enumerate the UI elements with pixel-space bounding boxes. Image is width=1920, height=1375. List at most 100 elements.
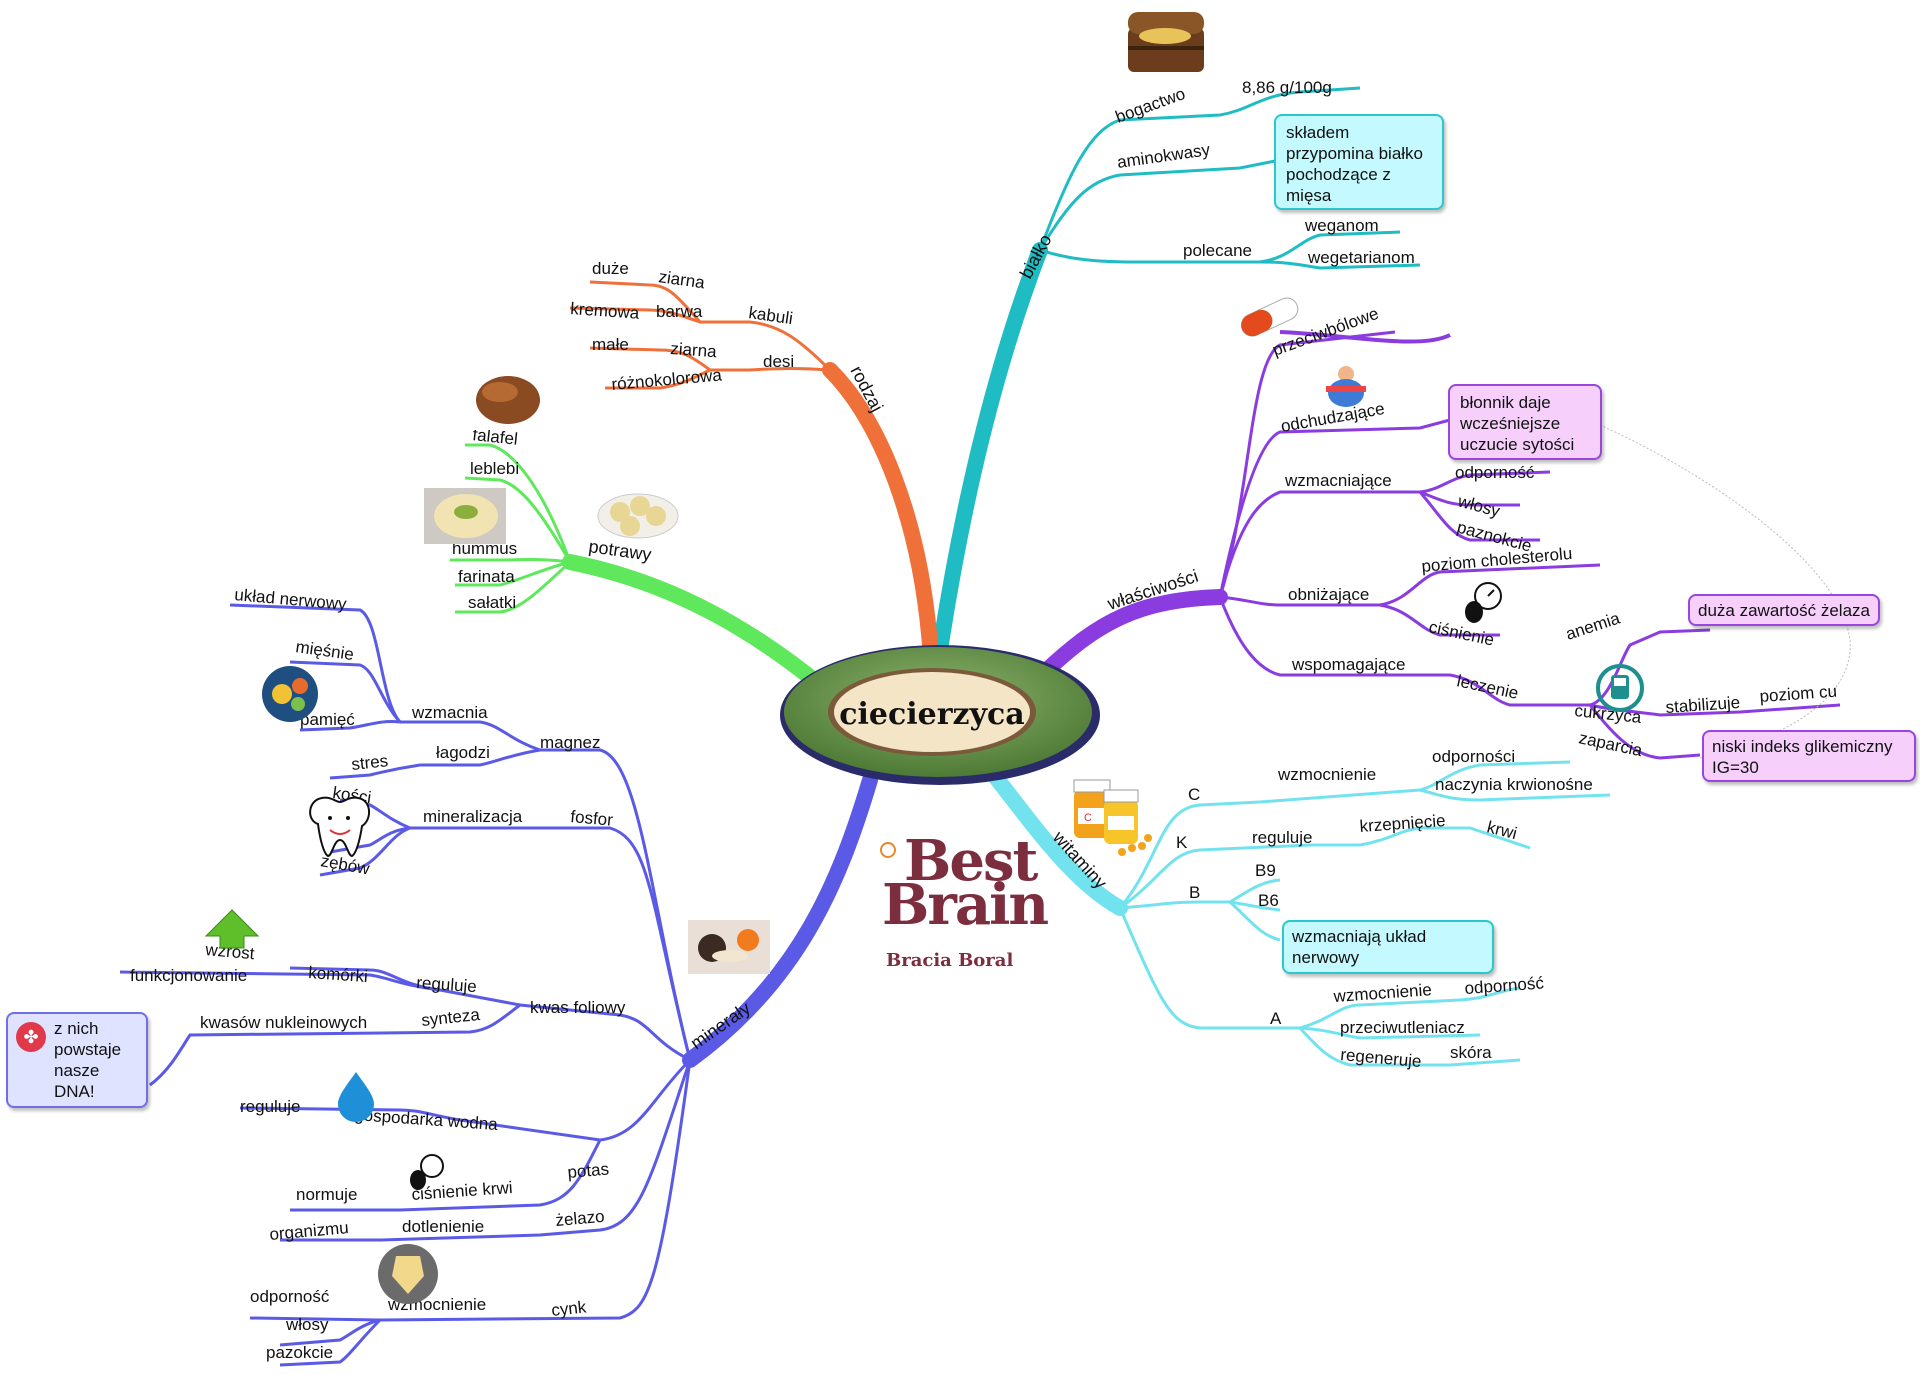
vitamin-k-clotting: krzepnięcie <box>1359 811 1446 836</box>
protein-amino-note-text: składem przypomina białko pochodzące z m… <box>1286 123 1424 205</box>
properties-hair: włosy <box>1455 491 1502 521</box>
properties-slimming-link <box>1279 330 1451 344</box>
dish-salads: sałatki <box>468 593 516 612</box>
types-lines <box>569 280 832 390</box>
protein-label[interactable]: białko <box>1016 231 1056 282</box>
properties-anemia: anemia <box>1563 608 1622 643</box>
vitamin-b6: B6 <box>1258 891 1279 910</box>
best-brain-logo: Best Brain Bracia Boral <box>868 828 1049 978</box>
central-title: ciecierzyca <box>839 697 1024 732</box>
vitamin-c-immunity: odporności <box>1432 747 1515 766</box>
mineral-mineralization: mineralizacja <box>423 807 523 826</box>
pressure-gauge-icon <box>410 1154 444 1190</box>
mineral-zinc: cynk <box>550 1297 587 1320</box>
logo-line3: Bracia Boral <box>886 950 1014 971</box>
vitamin-b9: B9 <box>1255 861 1276 880</box>
protein-lines <box>1038 86 1421 270</box>
iron-note: duża zawartość żelaza <box>1688 594 1880 626</box>
mineral-iron: żelazo <box>555 1207 606 1230</box>
vitamin-a: A <box>1270 1009 1282 1028</box>
branch-vitamins <box>982 762 1128 916</box>
glucometer-icon <box>1596 664 1644 712</box>
protein-recommended[interactable]: polecane <box>1183 241 1252 260</box>
dish-farinata: farinata <box>458 567 515 586</box>
vitamin-c-strength: wzmocnienie <box>1277 765 1376 784</box>
mineral-cells: komórki <box>308 963 369 986</box>
mineral-synthesis: synteza <box>420 1005 481 1030</box>
type-desi: desi <box>763 352 794 371</box>
food-photo-icon <box>688 920 770 974</box>
type-creamy: kremowa <box>570 299 641 323</box>
falafel-photo-icon <box>468 370 550 430</box>
vitamin-k-blood: krwi <box>1485 817 1519 843</box>
logo-line2: Brain <box>882 872 1049 938</box>
properties-constipation: zaparcia <box>1577 728 1644 760</box>
fiber-note-text: błonnik daje wcześniejsze uczucie sytośc… <box>1460 393 1575 454</box>
vitamin-a-immunity: odporność <box>1464 973 1545 998</box>
type-kabuli: kabuli <box>747 303 794 328</box>
vitamin-b-note: wzmacniają układ nerwowy <box>1282 920 1494 974</box>
logo-line1: Best <box>904 828 1038 894</box>
properties-immunity: odporność <box>1455 463 1535 482</box>
zinc-shield-icon <box>378 1244 438 1304</box>
mineral-z-nails: pazokcie <box>266 1343 333 1362</box>
growth-arrow-icon <box>204 909 260 949</box>
vitamin-bottles-icon: C <box>1073 779 1152 856</box>
properties-treatment: leczenie <box>1455 671 1520 703</box>
svg-text:C: C <box>1084 812 1092 824</box>
properties-pressure: ciśnienie <box>1427 617 1496 649</box>
vitamin-c: C <box>1188 785 1200 804</box>
mineral-p-regulates: reguluje <box>240 1097 301 1116</box>
blood-pressure-icon <box>1465 582 1502 623</box>
properties-lowering: obniżające <box>1288 585 1369 604</box>
vitamin-k-regulates: reguluje <box>1252 828 1313 847</box>
mineral-oxygenation: dotlenienie <box>402 1217 484 1236</box>
mineral-strengthens: wzmacnia <box>411 703 488 722</box>
type-multicolor: różnokolorowa <box>611 365 723 394</box>
protein-amino[interactable]: aminokwasy <box>1116 140 1212 172</box>
iron-note-text: duża zawartość żelaza <box>1698 601 1870 620</box>
branch-types <box>822 362 938 653</box>
mineral-memory: pamięć <box>300 710 355 729</box>
branch-protein <box>932 242 1048 658</box>
protein-wealth[interactable]: bogactwo <box>1113 84 1188 127</box>
type-grains2: ziarna <box>670 339 718 361</box>
mineral-blood-pressure: ciśnienie krwi <box>411 1178 513 1204</box>
leblebi-plate-icon <box>597 493 679 539</box>
type-big: duże <box>592 259 629 278</box>
branch-dishes <box>562 554 828 693</box>
mineral-z-immunity: odporność <box>250 1287 330 1306</box>
water-drop-icon <box>338 1072 374 1122</box>
mineral-normalizes: normuje <box>296 1185 357 1204</box>
brain-gears-icon <box>262 666 318 722</box>
slimming-person-icon <box>1326 366 1366 407</box>
dish-falafel: falafel <box>472 425 519 449</box>
properties-supporting: wspomagające <box>1291 655 1405 674</box>
tooth-icon <box>309 796 370 858</box>
protein-wealth-value: 8,86 g/100g <box>1242 78 1332 97</box>
vitamin-a-antioxidant: przeciwutleniacz <box>1340 1018 1465 1037</box>
hummus-photo-icon <box>424 488 506 544</box>
mineral-regulates: reguluje <box>416 973 478 996</box>
mineral-z-hair: włosy <box>285 1315 329 1334</box>
mineral-water: gospodarka wodna <box>354 1105 499 1134</box>
mineral-nervous: układ nerwowy <box>234 585 348 614</box>
type-small: małe <box>592 335 629 354</box>
protein-amino-note: składem przypomina białko pochodzące z m… <box>1274 114 1444 210</box>
protein-vegans: weganom <box>1304 216 1379 235</box>
mineral-phosphorus: fosfor <box>570 807 614 830</box>
vitamin-a-regenerates: regeneruje <box>1340 1045 1423 1071</box>
dish-leblebi: leblebi <box>470 459 519 478</box>
glycemic-note-text: niski indeks glikemiczny IG=30 <box>1712 737 1893 777</box>
glycemic-note: niski indeks glikemiczny IG=30 <box>1702 730 1916 782</box>
mineral-nucleic: kwasów nukleinowych <box>200 1013 367 1032</box>
dna-note-text: z nich powstaje nasze DNA! <box>54 1019 122 1101</box>
mineral-functioning: funkcjonowanie <box>130 966 247 985</box>
vitamins-lines <box>1118 760 1611 1067</box>
central-node[interactable]: ciecierzyca <box>780 645 1100 785</box>
mineral-soothes: łagodzi <box>436 743 490 762</box>
minerals-lines <box>119 603 692 1367</box>
vitamin-k: K <box>1176 833 1188 852</box>
dishes-lines <box>450 443 572 614</box>
